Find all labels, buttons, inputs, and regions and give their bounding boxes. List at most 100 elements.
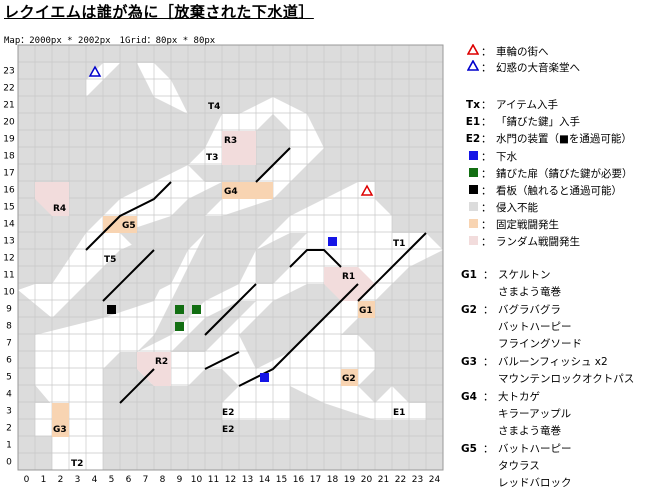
red-triangle-icon[interactable] [360, 184, 374, 196]
y-tick-label: 23 [3, 67, 14, 77]
enemy-name: 大トカゲ [498, 391, 540, 403]
orange-square-icon [461, 217, 485, 233]
x-tick-label: 4 [92, 475, 98, 485]
y-tick-label: 13 [3, 237, 14, 247]
enemy-name: バグラバグラ [498, 304, 561, 316]
label-e2: E2 [222, 425, 234, 435]
x-tick-label: 5 [109, 475, 115, 485]
label-t2: T2 [71, 459, 83, 469]
group-key: G5 [461, 443, 477, 455]
page-title: レクイエムは誰が為に［放棄された下水道］ [4, 3, 314, 21]
random-battle-r4 [35, 182, 69, 216]
legend-key: E2 [465, 133, 481, 145]
legend-text: アイテム入手 [496, 99, 558, 111]
legend-text: 看板（触れると通過可能） [496, 185, 622, 197]
enemy-name: さまよう竜巻 [498, 425, 561, 437]
x-tick-label: 11 [208, 475, 219, 485]
label-g5: G5 [122, 221, 136, 231]
legend-separator: ： [481, 116, 492, 128]
map-frame [17, 44, 444, 471]
label-g3: G3 [53, 425, 67, 435]
legend-key: E1 [465, 116, 481, 128]
x-tick-label: 12 [225, 475, 236, 485]
fixed-battle-g3 [52, 403, 69, 437]
enemy-name: レッドバロック [498, 477, 572, 489]
rusted-door-marker [192, 305, 201, 314]
zone-labels: T1 T2 T3 T4 T5 R1 R2 R3 R4 G1 G2 G3 G4 G… [53, 102, 405, 469]
black-square-icon [461, 183, 485, 199]
random-battle-r1 [324, 267, 375, 301]
x-tick-label: 2 [58, 475, 64, 485]
label-t3: T3 [206, 153, 218, 163]
x-tick-label: 18 [327, 475, 339, 485]
y-tick-label: 19 [3, 135, 15, 145]
enemy-name: スケルトン [498, 269, 551, 281]
label-t4: T4 [208, 102, 220, 112]
x-tick-label: 3 [75, 475, 81, 485]
legend-text: 下水 [496, 151, 517, 163]
enemy-name: さまよう竜巻 [498, 286, 561, 298]
legend-separator: ： [481, 99, 492, 111]
x-tick-label: 23 [412, 475, 423, 485]
x-tick-label: 21 [378, 475, 389, 485]
enemy-name: バットハーピー [498, 321, 572, 333]
label-g2: G2 [342, 374, 356, 384]
legend-separator: ： [481, 62, 492, 74]
y-tick-label: 20 [3, 118, 15, 128]
green-square-icon [461, 166, 485, 182]
y-tick-label: 5 [6, 373, 12, 383]
x-tick-label: 19 [344, 475, 356, 485]
fixed-battle-zones [52, 182, 375, 437]
map-grid [18, 45, 443, 470]
y-tick-label: 8 [6, 322, 12, 332]
y-tick-label: 12 [3, 254, 14, 264]
legend-text: 「錆びた鍵」入手 [496, 116, 580, 128]
group-separator: ： [483, 443, 494, 455]
group-separator: ： [483, 269, 494, 281]
sewer-marker [328, 237, 337, 246]
y-tick-label: 18 [3, 152, 15, 162]
legend-separator: ： [481, 133, 492, 145]
x-tick-label: 6 [126, 475, 132, 485]
enemy-name: バットハーピー [498, 443, 572, 455]
map-info: Map：2000px * 2002px 1Grid：80px * 80px [4, 36, 216, 46]
blue-square-icon [461, 149, 485, 165]
group-key: G1 [461, 269, 477, 281]
x-tick-label: 15 [276, 475, 287, 485]
y-tick-label: 9 [6, 305, 12, 315]
sewer-marker [260, 373, 269, 382]
blue-triangle-icon[interactable] [88, 65, 102, 77]
enemy-name: バルーンフィッシュ x2 [498, 356, 608, 368]
legend-text: ランダム戦闘発生 [496, 236, 580, 248]
y-tick-label: 4 [6, 390, 12, 400]
y-tick-label: 6 [6, 356, 12, 366]
x-tick-label: 16 [293, 475, 305, 485]
label-t1: T1 [393, 239, 405, 249]
fixed-battle-g2 [341, 369, 358, 386]
sign-marker [107, 305, 116, 314]
legend-separator: ： [481, 185, 492, 197]
rusted-door-marker [175, 322, 184, 331]
legend-text: 幻惑の大音楽堂へ [496, 62, 580, 74]
x-tick-label: 13 [242, 475, 253, 485]
legend-text: 固定戦闘発生 [496, 219, 559, 231]
fixed-battle-g5 [103, 216, 137, 233]
rusted-door-marker [175, 305, 184, 314]
enemy-name: キラーアップル [498, 408, 572, 420]
label-r3: R3 [224, 136, 237, 146]
enemy-name: タウラス [498, 460, 540, 472]
label-g4: G4 [224, 187, 238, 197]
y-tick-label: 1 [6, 441, 12, 451]
y-tick-label: 17 [3, 169, 14, 179]
label-r2: R2 [155, 357, 168, 367]
label-t5: T5 [104, 255, 116, 265]
group-key: G4 [461, 391, 477, 403]
gray-square-icon [461, 200, 485, 216]
y-tick-label: 7 [6, 339, 12, 349]
legend-text: 車輪の街へ [496, 46, 549, 58]
x-tick-label: 8 [160, 475, 166, 485]
x-tick-label: 17 [310, 475, 321, 485]
legend-text: 侵入不能 [496, 202, 538, 214]
